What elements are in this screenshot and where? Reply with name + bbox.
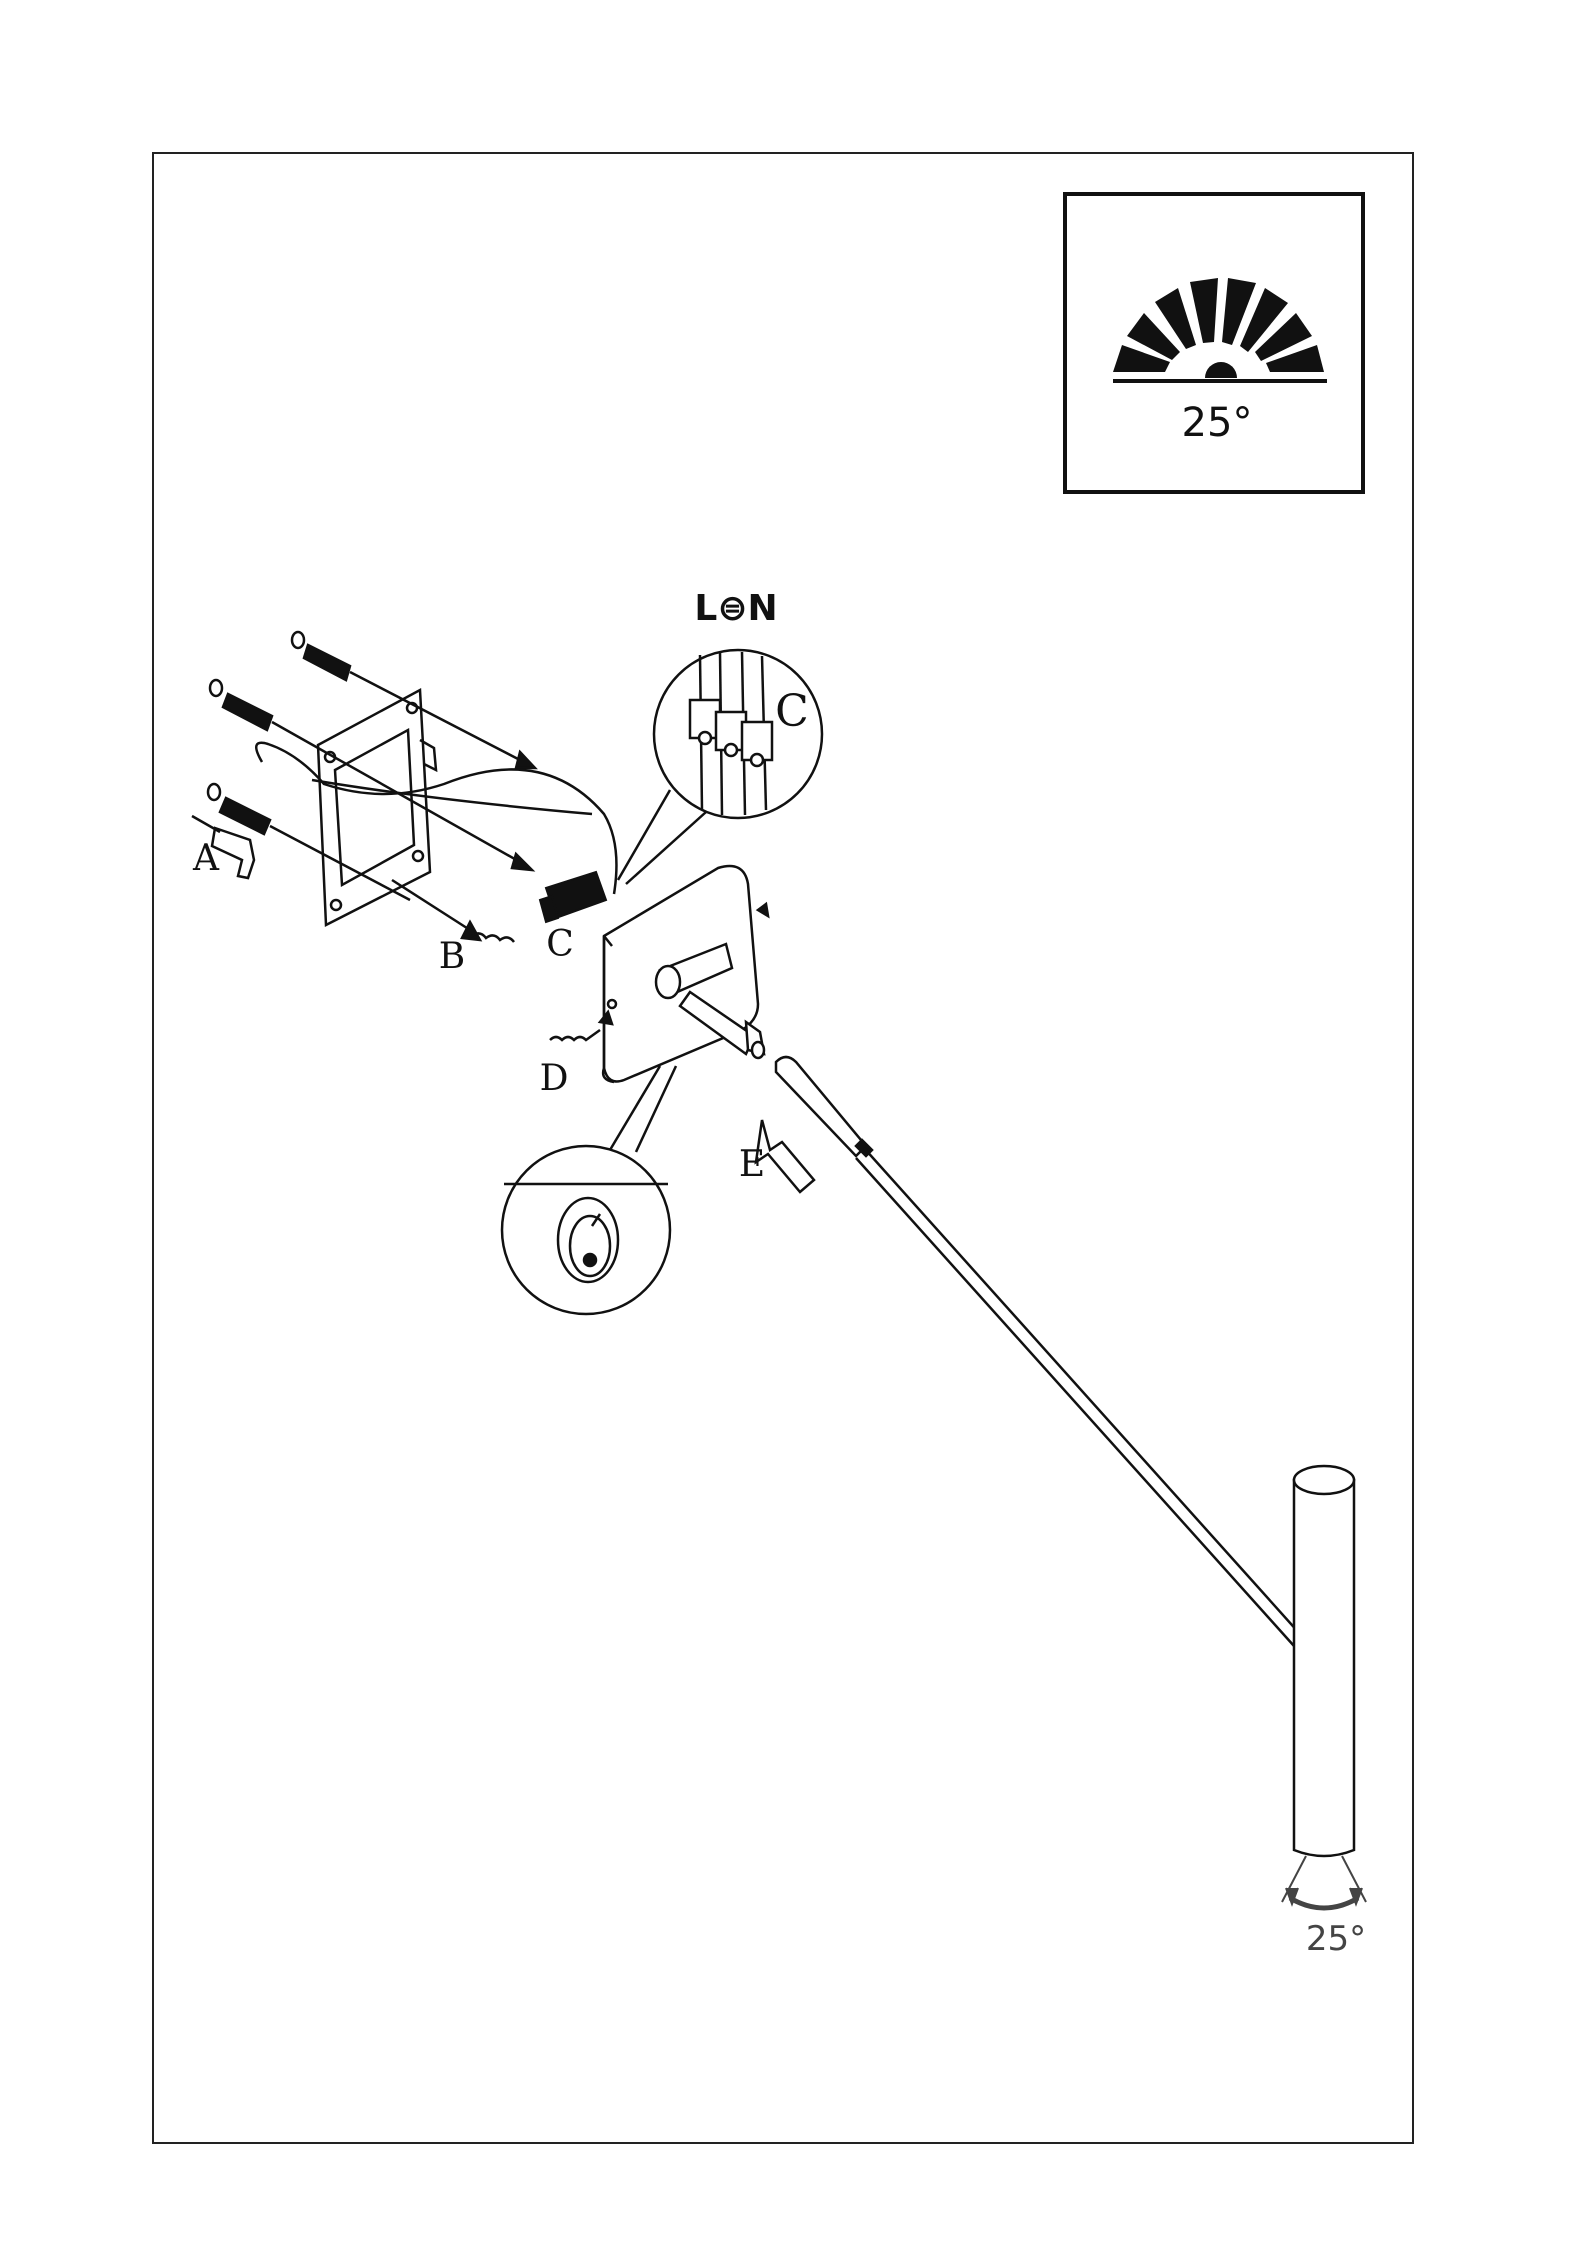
beam-angle-badge: 25°: [1065, 194, 1363, 492]
label-c-detail: C: [775, 686, 809, 737]
badge-angle-label: 25°: [1182, 400, 1253, 446]
label-d: D: [540, 1058, 569, 1099]
terminal-order-label: L⊜N: [694, 588, 777, 629]
screw-d-icon: [550, 1012, 612, 1040]
label-c-connector: C: [546, 924, 574, 965]
label-a: A: [192, 838, 220, 879]
label-e: E: [739, 1144, 765, 1185]
rocker-switch-icon: [558, 1198, 618, 1282]
screw-icon: [392, 880, 514, 942]
beam-angle-label: 25°: [1306, 1919, 1366, 1959]
beam-angle-indicator: [1282, 1856, 1366, 1908]
switch-detail-callout: [502, 1066, 676, 1314]
lamp-tube: [1294, 1466, 1354, 1856]
wall-canopy: [603, 866, 768, 1082]
mounting-bracket: [318, 690, 436, 925]
label-b: B: [439, 936, 465, 977]
connector-block-icon: [540, 872, 606, 922]
lamp-arm-rod: [776, 1057, 1300, 1646]
